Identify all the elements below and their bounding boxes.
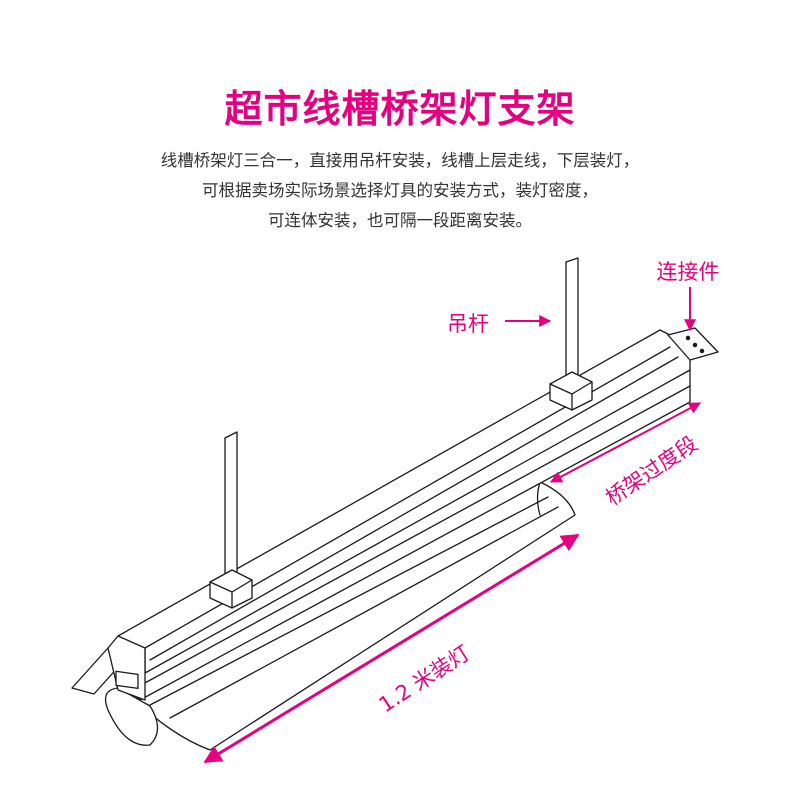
lamp-length-label: 1.2 米装灯	[375, 641, 475, 717]
lamp-end-cap	[104, 687, 159, 746]
rod-label: 吊杆	[447, 312, 489, 336]
description-line-3: 可连体安装，也可隔一段距离安装。	[268, 211, 532, 230]
lamp-length-dimension	[203, 533, 580, 764]
transition-dimension	[549, 402, 702, 483]
right-rod	[565, 257, 579, 391]
connector-label: 连接件	[657, 260, 720, 284]
description: 线槽桥架灯三合一，直接用吊杆安装，线槽上层走线，下层装灯， 可根据卖场实际场景选…	[0, 146, 800, 236]
description-line-2: 可根据卖场实际场景选择灯具的安装方式，装灯密度，	[202, 181, 598, 200]
transition-label: 桥架过度段	[601, 432, 701, 511]
right-rod-clamp	[549, 371, 593, 411]
trunking-end-slot	[115, 670, 139, 690]
left-rod	[224, 431, 238, 587]
description-line-1: 线槽桥架灯三合一，直接用吊杆安装，线槽上层走线，下层装灯，	[160, 151, 640, 170]
page-title: 超市线槽桥架灯支架	[224, 87, 576, 131]
